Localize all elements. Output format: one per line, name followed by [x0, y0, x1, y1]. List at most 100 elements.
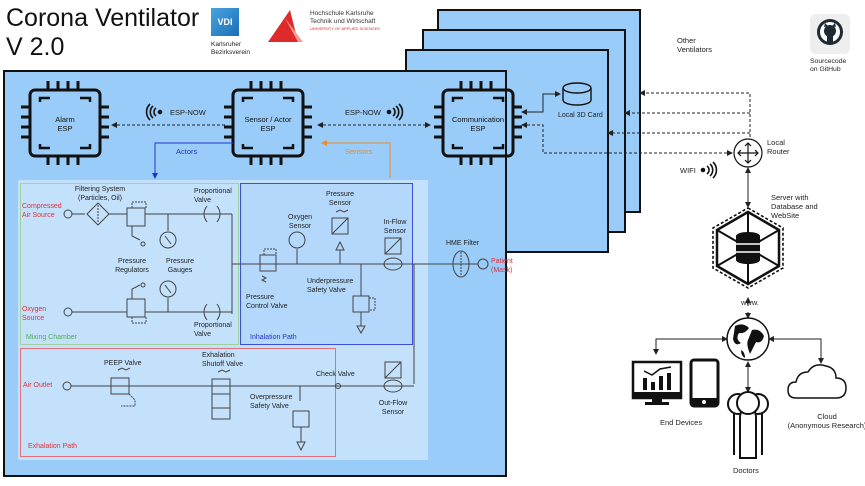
hka-logo-shade [285, 18, 303, 42]
filter-label-2: (Particles, Oil) [78, 194, 122, 202]
github-label[interactable]: Sourcecode on GitHub [810, 58, 846, 74]
doctors-label: Doctors [733, 466, 759, 475]
alarm-esp-chip [21, 81, 109, 165]
other-ventilators-label: Other Ventilators [677, 36, 712, 54]
air-label-2: Air Source [22, 211, 55, 219]
router-label-2: Router [767, 147, 790, 156]
github-icon [817, 19, 843, 45]
title-line-1: Corona Ventilator [6, 4, 200, 32]
sensor-actor-esp-chip [224, 81, 312, 165]
sensors-line [321, 140, 391, 178]
cloud-label: Cloud (Anonymous Research) [787, 412, 865, 430]
wifi-icon [700, 161, 718, 179]
outflow-label-2: Sensor [381, 408, 405, 416]
gauge-label-2: Gauges [167, 266, 193, 274]
oxy-label-1: Oxygen [22, 306, 47, 313]
sd-card-link [521, 91, 561, 115]
pv-top-1: Proportional [194, 188, 232, 195]
exhalation-shutoff-label: Exhalation Shutoff Valve [202, 352, 243, 369]
monitor-chart-icon [631, 360, 683, 405]
globe-devices-link [653, 336, 728, 355]
www-label: www. [741, 298, 759, 307]
router-icon [733, 138, 763, 168]
alarm-esp-line-1: Alarm [55, 115, 75, 124]
oxygen-sensor-label: Oxygen Sensor [280, 214, 320, 231]
pv-bot-2: Valve [194, 330, 211, 338]
pressure-control-valve-label: Pressure Control Valve [246, 294, 288, 311]
osv-label-1: Overpressure [250, 394, 293, 401]
sd-card-label: Local 3D Card [558, 112, 603, 119]
sensor-actor-esp-label: Sensor / Actor ESP [233, 115, 303, 133]
pv-top-2: Valve [194, 196, 211, 204]
title-line-2: V 2.0 [6, 33, 65, 61]
vdi-logo: VDI [211, 8, 239, 36]
server-label-3: WebSite [771, 211, 800, 220]
overpressure-valve-label: Overpressure Safety Valve [250, 394, 292, 411]
outflow-sensor-label: Out-Flow Sensor [378, 400, 408, 417]
compressed-air-label: Compressed Air Source [22, 203, 62, 220]
server-label-1: Server with [771, 193, 809, 202]
actors-line [152, 142, 233, 179]
underpressure-valve-label: Underpressure Safety Valve [307, 278, 353, 295]
exhalation-circuit [62, 361, 414, 452]
pressure-gauges-label: Pressure Gauges [160, 258, 200, 275]
comm-router-link [521, 122, 733, 156]
usv-label-1: Underpressure [307, 278, 354, 285]
inflow-label-1: In-Flow [383, 219, 407, 226]
globe-cloud-link [768, 336, 824, 364]
hka-text: Hochschule Karlsruhe Technik und Wirtsch… [310, 10, 380, 32]
patient-label-1: Patient [491, 258, 513, 265]
air-outlet-label: Air Outlet [23, 382, 53, 389]
inhalation-path-title: Inhalation Path [250, 334, 297, 341]
hme-filter-label: HME Filter [446, 240, 480, 247]
wifi-label: WIFI [680, 166, 696, 175]
proportional-valve-top-label: Proportional Valve [194, 188, 232, 205]
other-ventilators-line-2: Ventilators [677, 45, 713, 54]
pressure-regulators-label: Pressure Regulators [112, 258, 152, 275]
check-valve-label: Check Valve [316, 371, 355, 378]
github-label-1: Sourcecode [810, 58, 847, 65]
router-label: Local Router [767, 138, 790, 156]
gauge-label-1: Pressure [165, 258, 194, 265]
oxs-label-2: Sensor [288, 222, 312, 230]
doctors-icon [727, 391, 769, 459]
filter-label: Filtering System (Particles, Oil) [60, 186, 140, 203]
vdi-subtitle: Karlsruher Bezirksverein [211, 41, 250, 57]
wireless-icon-right [386, 103, 404, 121]
cloud-icon [787, 364, 847, 399]
sensor-esp-line-2: ESP [260, 124, 276, 133]
peep-valve-label: PEEP Valve [104, 360, 142, 367]
esv-label-2: Shutoff Valve [202, 360, 243, 368]
sd-card-icon [562, 82, 592, 106]
reg-label-1: Pressure [117, 258, 146, 265]
pressure-sensor-label: Pressure Sensor [320, 191, 360, 208]
comm-esp-line-2: ESP [470, 124, 486, 133]
end-devices-label: End Devices [660, 418, 703, 427]
server-label-2: Database and [771, 202, 818, 211]
phone-icon [689, 358, 720, 408]
oxy-label-2: Source [22, 314, 45, 322]
sensors-label: Sensors [345, 147, 373, 156]
router-vent3-link [639, 90, 751, 142]
pcv-label-1: Pressure [246, 294, 275, 301]
oxs-label-1: Oxygen [287, 214, 313, 221]
oxygen-source-label: Oxygen Source [22, 306, 46, 323]
inflow-label-2: Sensor [383, 227, 407, 235]
github-button[interactable] [810, 14, 850, 54]
hka-line-3: UNIVERSITY OF APPLIED SCIENCES [310, 26, 380, 31]
pcv-label-2: Control Valve [246, 302, 288, 310]
wireless-icon-left [145, 103, 163, 121]
alarm-esp-line-2: ESP [57, 124, 73, 133]
usv-label-2: Safety Valve [307, 286, 346, 294]
proportional-valve-bottom-label: Proportional Valve [194, 322, 232, 339]
pv-bot-1: Proportional [194, 322, 232, 329]
vdi-sub-1: Karlsruher [211, 41, 241, 48]
exhalation-path-title: Exhalation Path [28, 443, 78, 450]
communication-esp-label: Communication ESP [443, 115, 513, 133]
reg-label-2: Regulators [115, 266, 149, 274]
inhalation-circuit [232, 209, 489, 384]
ps-label-2: Sensor [328, 199, 352, 207]
cloud-label-2: (Anonymous Research) [787, 421, 865, 430]
inflow-sensor-label: In-Flow Sensor [375, 219, 415, 236]
